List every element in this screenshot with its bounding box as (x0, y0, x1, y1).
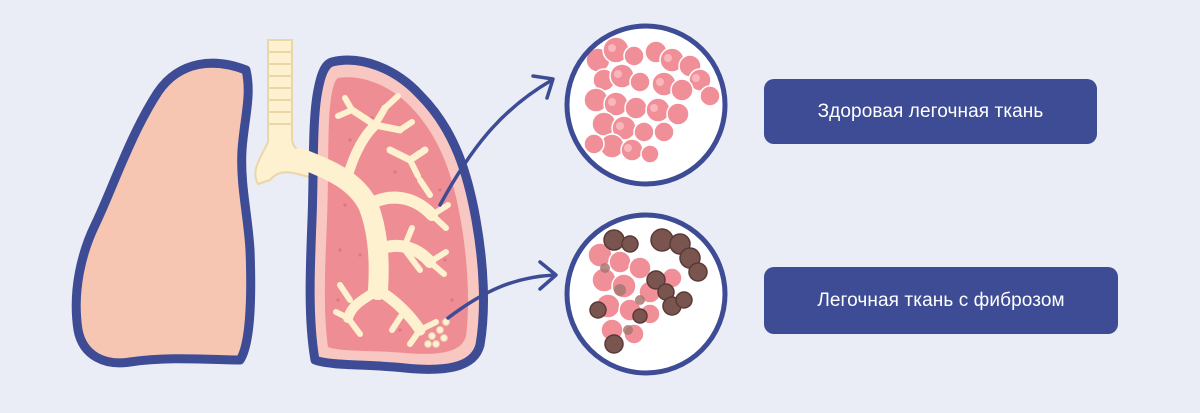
alveoli-cluster (424, 318, 450, 348)
left-lung (71, 58, 256, 368)
fibrosis-tissue-label: Легочная ткань с фиброзом (764, 267, 1118, 334)
arrow-to-fibrosis (446, 260, 558, 320)
trachea (254, 39, 324, 186)
fibrotic-tissue-magnified (564, 212, 728, 376)
healthy-tissue-magnified (564, 23, 728, 187)
healthy-tissue-label: Здоровая легочная ткань (764, 79, 1097, 144)
arrow-to-healthy (438, 74, 555, 207)
bronchial-tree (290, 93, 451, 347)
